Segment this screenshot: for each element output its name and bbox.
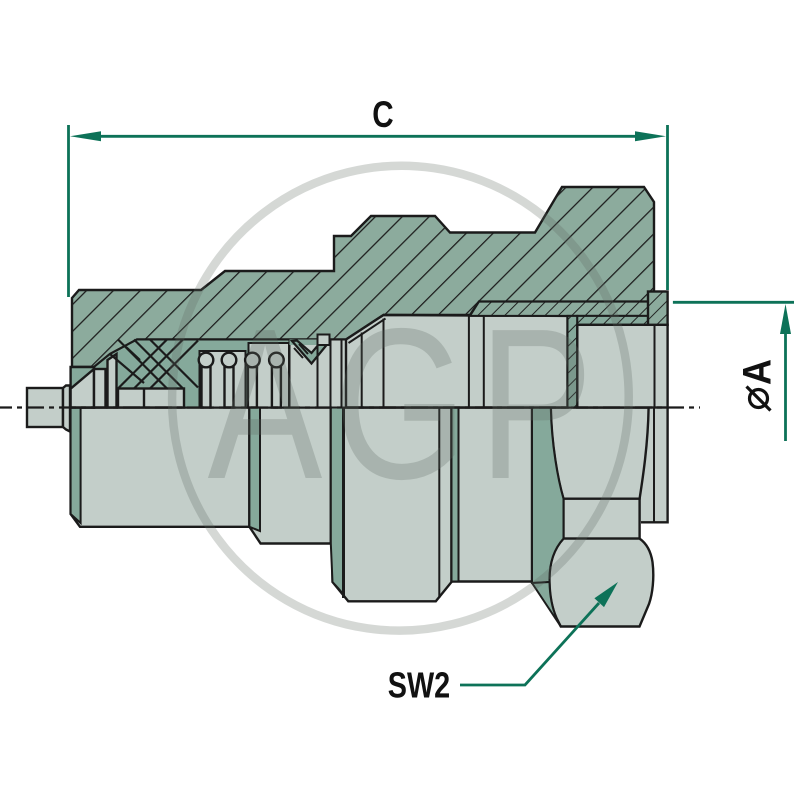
svg-text:A: A [736,359,780,385]
svg-text:SW2: SW2 [388,664,450,705]
svg-text:AGP: AGP [208,285,605,525]
svg-text:C: C [372,95,393,136]
